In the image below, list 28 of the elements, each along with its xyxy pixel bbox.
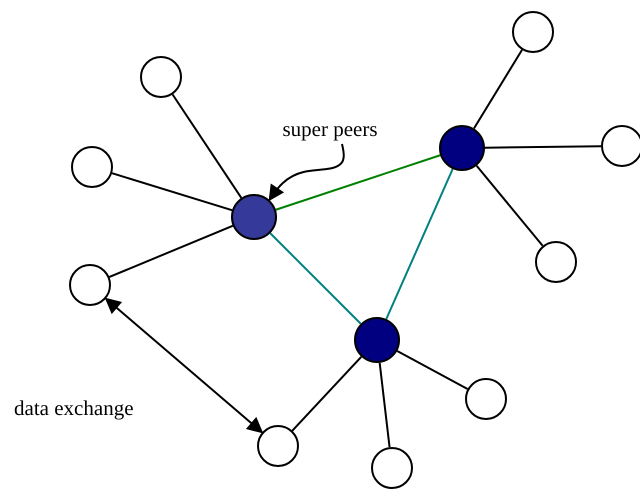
peer-node xyxy=(140,56,182,98)
connection-line xyxy=(396,350,468,390)
diagram-label: data exchange xyxy=(14,395,134,421)
peer-node xyxy=(71,146,113,188)
peer-node xyxy=(257,425,299,467)
peer-node xyxy=(465,378,507,420)
connection-line xyxy=(292,356,362,432)
callout-text: super peers xyxy=(270,116,390,144)
peer-node xyxy=(512,11,554,53)
arrow xyxy=(268,144,345,202)
super-peer-node xyxy=(354,317,400,363)
arrow xyxy=(104,298,264,434)
connection-line xyxy=(112,172,232,212)
connection-line xyxy=(270,232,362,324)
peer-node xyxy=(69,264,111,306)
connection-line xyxy=(473,49,523,129)
super-peer-node xyxy=(439,125,485,171)
peer-node xyxy=(535,241,577,283)
peer-node xyxy=(601,125,640,167)
connection-line xyxy=(172,94,242,198)
super-peer-node xyxy=(231,194,277,240)
connection-line xyxy=(385,168,454,320)
connection-line xyxy=(476,165,544,246)
connection-line xyxy=(109,224,234,278)
connection-line xyxy=(378,362,391,448)
connection-line xyxy=(276,154,440,211)
peer-node xyxy=(371,447,413,489)
connection-line xyxy=(484,145,602,149)
